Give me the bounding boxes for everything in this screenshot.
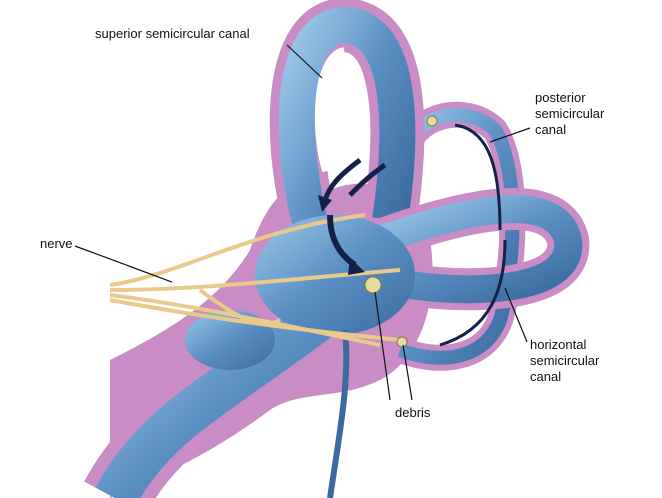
label-line: canal xyxy=(535,122,567,137)
label-line: semicircular xyxy=(530,353,600,368)
leader-lines xyxy=(74,44,531,401)
label-line: canal xyxy=(530,369,562,384)
flow-arrows xyxy=(318,123,507,347)
label-line: posterior xyxy=(535,90,586,105)
debris-particles xyxy=(364,115,438,348)
label-horizontal-canal: horizontal semicircular canal xyxy=(530,337,599,385)
label-line: horizontal xyxy=(530,337,587,352)
label-debris: debris xyxy=(395,405,431,420)
label-nerve: nerve xyxy=(40,236,73,251)
label-line: semicircular xyxy=(535,106,605,121)
label-superior-canal: superior semicircular canal xyxy=(95,26,250,41)
label-posterior-canal: posterior semicircular canal xyxy=(535,90,604,138)
nerve-fibers xyxy=(109,213,401,347)
